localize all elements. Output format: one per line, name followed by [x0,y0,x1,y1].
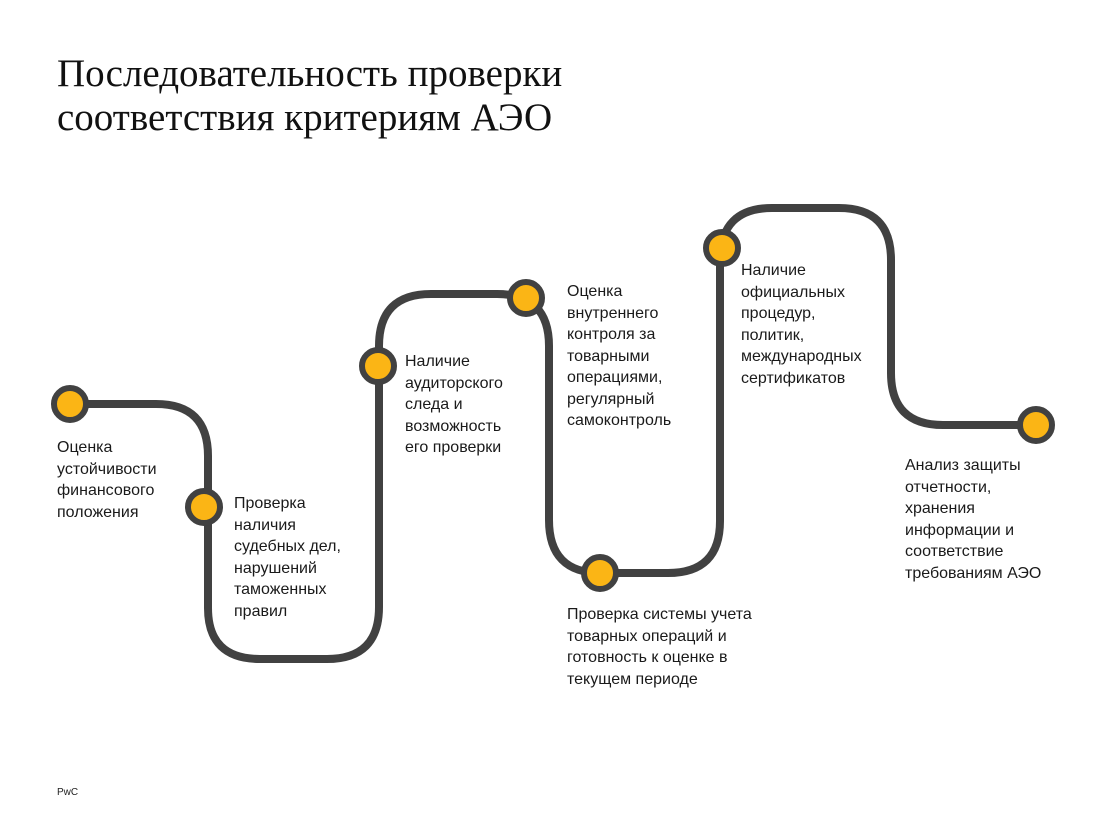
step-6-line-5: международных [741,348,862,365]
title-line-1: Последовательность проверки [57,52,563,95]
step-6-line-2: официальных [741,283,846,301]
step-node-5 [581,554,619,592]
step-5-line-3: готовность к оценке в [567,649,728,666]
step-node-3 [359,347,397,385]
step-2-text: Проверка наличия судебных дел, нарушений… [234,493,341,622]
step-4-line-6: регулярный [567,390,655,408]
step-2-line-4: нарушений [234,559,317,577]
step-3-line-2: аудиторского [405,374,503,392]
step-3-line-1: Наличие [405,353,470,370]
step-2-line-5: таможенных [234,581,327,598]
title-line-2: соответствия критериям АЭО [57,96,553,139]
step-1-line-2: устойчивости [57,460,157,478]
step-6-text: Наличие официальных процедур, политик, м… [741,260,862,389]
step-4-line-2: внутреннего [567,304,659,322]
footer-brand: PwC [57,787,79,798]
step-7-line-5: соответствие [905,543,1004,560]
page-title: Последовательность проверки соответствия… [57,52,817,140]
step-2-line-1: Проверка [234,495,306,512]
step-3-line-3: следа и [405,396,463,413]
step-5-line-1: Проверка системы учета [567,606,752,623]
step-node-1 [51,385,89,423]
step-1-line-3: финансового [57,482,155,499]
step-node-7 [1017,406,1055,444]
step-1-line-4: положения [57,503,139,521]
step-4-text: Оценка внутреннего контроля за товарными… [567,281,671,432]
step-5-text: Проверка системы учета товарных операций… [567,604,752,690]
step-6-line-6: сертификатов [741,369,846,387]
step-node-4 [507,279,545,317]
step-7-line-6: требованиям АЭО [905,564,1042,582]
step-6-line-1: Наличие [741,262,806,279]
step-6-line-4: политик, [741,326,805,344]
step-5-line-2: товарных операций и [567,627,727,645]
step-6-line-3: процедур, [741,305,816,322]
step-4-line-4: товарными [567,347,650,365]
step-node-2 [185,488,223,526]
step-node-6 [703,229,741,267]
winding-path-line [66,204,1040,663]
step-2-line-3: судебных дел, [234,538,341,555]
step-4-line-1: Оценка [567,283,623,300]
step-3-line-4: возможность [405,417,502,435]
step-1-line-1: Оценка [57,439,113,456]
step-3-line-5: его проверки [405,439,502,456]
step-7-line-1: Анализ защиты [905,457,1021,474]
step-7-line-3: хранения [905,500,975,517]
step-2-line-2: наличия [234,516,296,534]
step-nodes [51,229,1055,592]
step-7-text: Анализ защиты отчетности, хранения инфор… [905,455,1041,584]
step-5-line-4: текущем периоде [567,670,698,688]
step-4-line-3: контроля за [567,326,656,343]
step-3-text: Наличие аудиторского следа и возможность… [405,351,503,459]
step-2-line-6: правил [234,602,288,620]
step-7-line-4: информации и [905,521,1015,539]
step-7-line-2: отчетности, [905,478,992,496]
step-1-text: Оценка устойчивости финансового положени… [57,437,157,523]
step-4-line-7: самоконтроль [567,412,672,429]
step-4-line-5: операциями, [567,369,663,386]
